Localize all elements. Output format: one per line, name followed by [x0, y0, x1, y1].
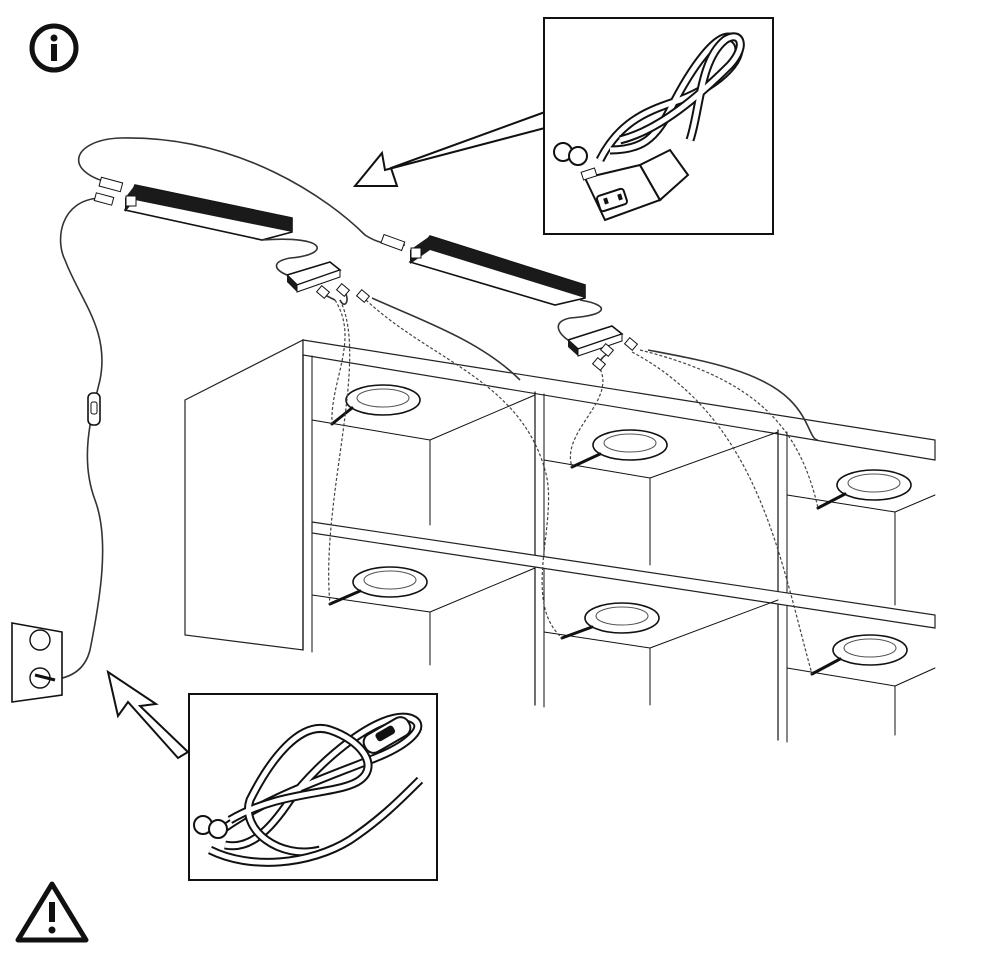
coiled-cable: [595, 32, 745, 163]
callout-arrow-top: [352, 110, 546, 187]
figure-eight-connector: [193, 815, 228, 839]
coiled-switch-cord: [207, 712, 424, 867]
distribution-box-left: [285, 261, 342, 293]
cord-switch: [362, 716, 412, 754]
driver-unit-right: [408, 235, 586, 306]
wall-socket: [11, 622, 63, 703]
inline-switch: [87, 392, 101, 426]
info-icon: [29, 23, 79, 73]
cords: [44, 137, 819, 681]
warning-icon: [15, 881, 89, 943]
puck-light: [816, 469, 912, 510]
puck-light: [560, 602, 660, 640]
shelving-unit: [184, 339, 936, 743]
detail-box-switch-cord: [188, 693, 438, 881]
hidden-cords: [328, 299, 819, 675]
puck-light: [330, 384, 421, 426]
callout-arrow-bottom: [106, 669, 190, 760]
power-plug: [580, 148, 690, 222]
distribution-box-right: [566, 325, 624, 357]
puck-light: [810, 634, 908, 676]
cord-connectors: [93, 176, 639, 371]
detail-box-power-cable: [543, 17, 774, 235]
puck-light: [570, 429, 668, 469]
figure-eight-connector: [553, 142, 588, 166]
puck-light: [328, 566, 428, 606]
driver-unit-left: [123, 184, 293, 241]
